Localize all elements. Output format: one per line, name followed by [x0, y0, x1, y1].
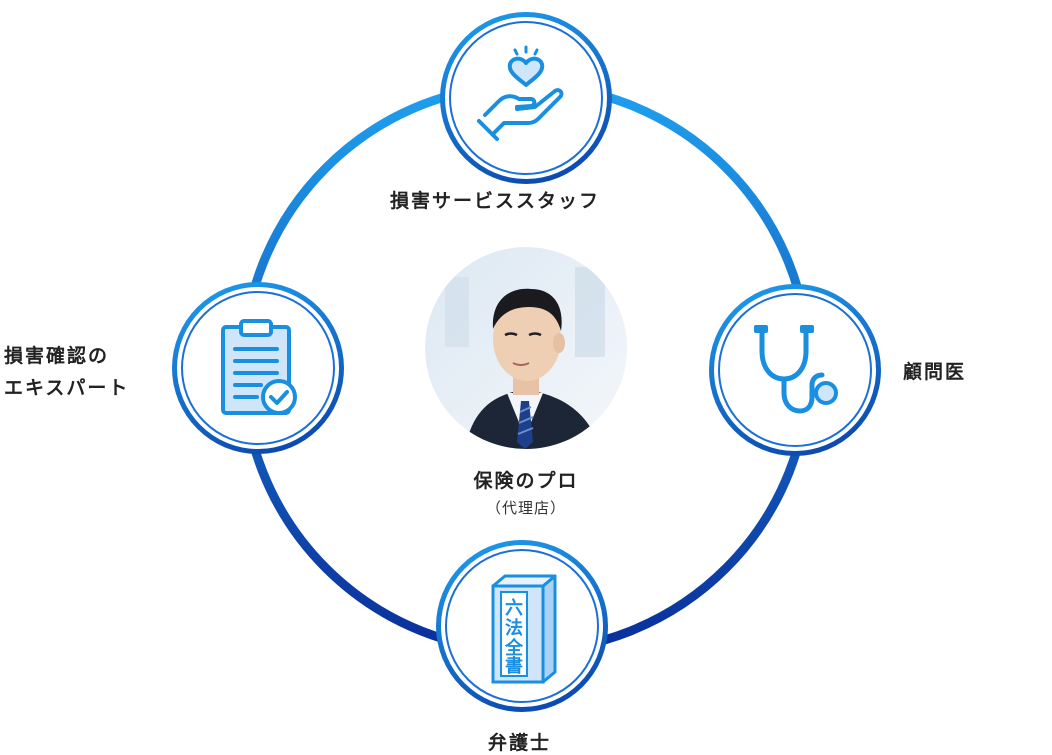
book-title-char: 六: [505, 597, 523, 619]
businessman-illustration: [425, 247, 627, 449]
label-damage-assessment-expert-line2: エキスパート: [4, 373, 129, 400]
center-subtitle: （代理店）: [0, 497, 1052, 518]
node-advisory-doctor: [709, 284, 881, 456]
agent-portrait-photo: [425, 247, 627, 449]
law-book-icon: 六 法 全 書: [467, 568, 577, 684]
book-title-char: 法: [505, 617, 523, 639]
node-damage-service-staff: [440, 12, 612, 184]
label-lawyer: 弁護士: [488, 728, 551, 755]
stethoscope-icon: [740, 315, 850, 425]
book-title-char: 書: [505, 656, 523, 677]
label-damage-assessment-expert-line1: 損害確認の: [4, 341, 109, 368]
label-damage-service-staff: 損害サービススタッフ: [390, 186, 600, 213]
node-lawyer: 六 法 全 書: [436, 540, 608, 712]
node-damage-assessment-expert: [172, 282, 344, 454]
label-advisory-doctor: 顧問医: [903, 357, 966, 384]
caring-hand-heart-icon: [471, 43, 581, 153]
center-title: 保険のプロ: [0, 466, 1052, 493]
clipboard-check-icon: [203, 313, 313, 423]
